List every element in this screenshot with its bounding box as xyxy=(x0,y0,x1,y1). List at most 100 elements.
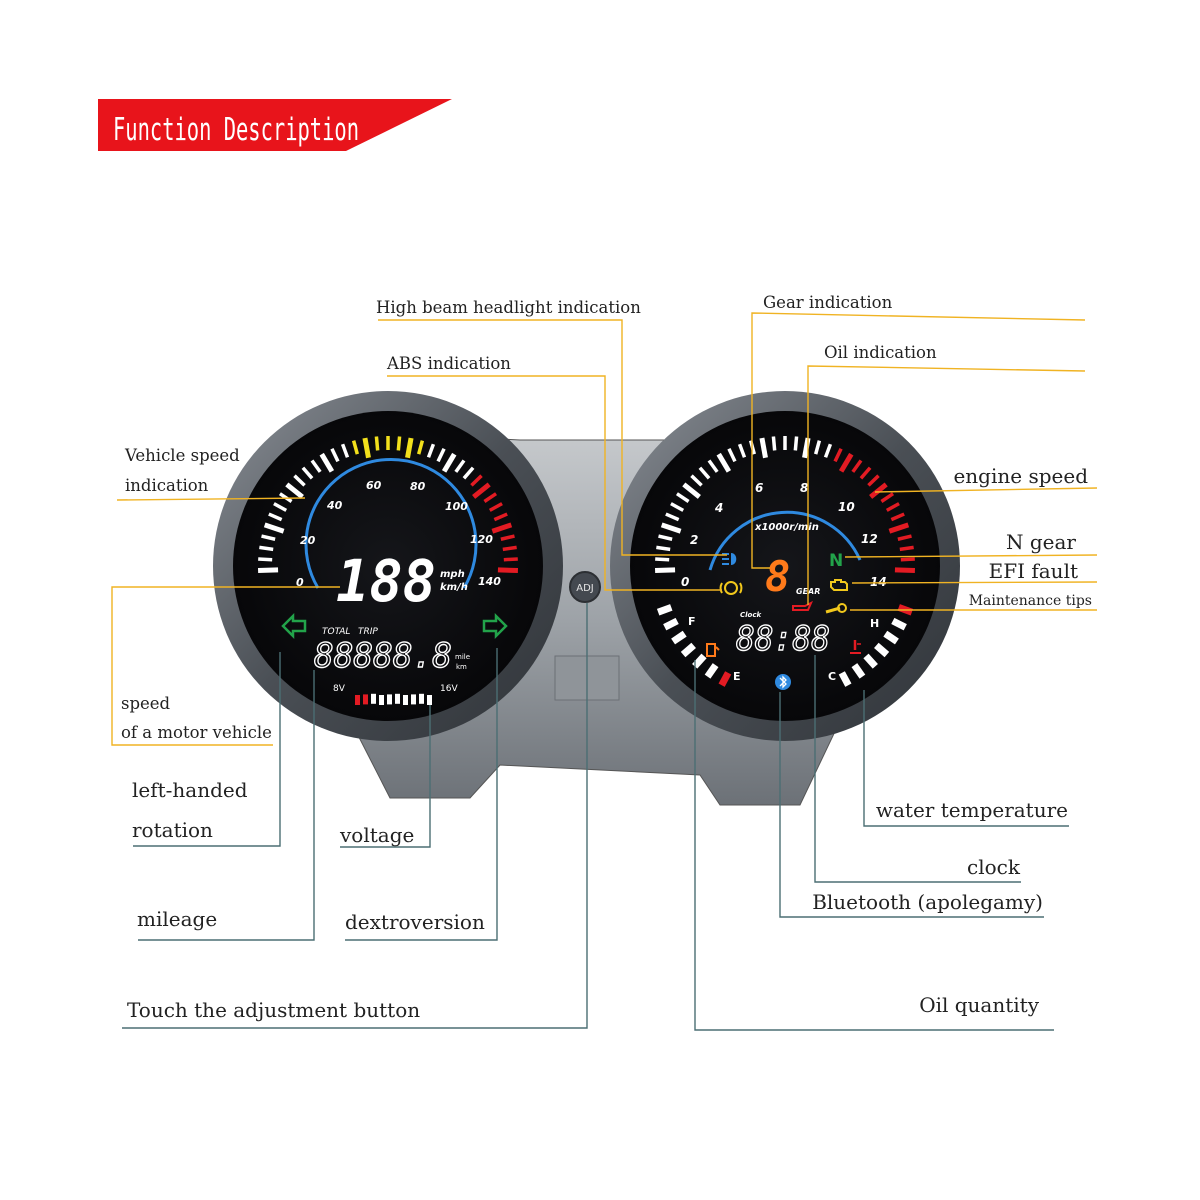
label-bluetooth: Bluetooth (apolegamy) xyxy=(812,890,1043,914)
gauge-tick xyxy=(707,459,719,473)
abs-icon xyxy=(719,581,743,595)
total-label: TOTAL xyxy=(322,627,350,637)
gauge-tick xyxy=(454,459,466,473)
gauge-tick xyxy=(259,545,274,552)
temp-cold-label: C xyxy=(828,670,836,683)
leader-oil xyxy=(807,365,1086,605)
unit-mph: mph xyxy=(440,569,465,580)
leader-high-beam xyxy=(378,319,727,556)
gauge-tick xyxy=(483,492,498,503)
gauge-tick xyxy=(351,440,360,455)
gauge-tick xyxy=(658,534,673,541)
right-tick-label: 10 xyxy=(838,500,855,514)
gauge-tick xyxy=(867,474,880,487)
banner-title: Function Description xyxy=(113,112,359,148)
gauge-tick xyxy=(301,466,314,480)
gauge-tick xyxy=(470,474,483,487)
gauge-tick xyxy=(416,440,425,455)
temperature-bar-segment xyxy=(838,671,852,687)
label-engine-speed: engine speed xyxy=(953,464,1088,488)
gauge-tick xyxy=(716,452,732,473)
voltage-bar-segment xyxy=(371,693,376,704)
neutral-indicator: N xyxy=(829,551,843,571)
label-n-gear: N gear xyxy=(1006,530,1076,554)
gauge-tick xyxy=(340,443,350,458)
leader-vehicle-speed xyxy=(116,497,306,501)
gauge-tick xyxy=(503,557,518,562)
right-tick-label: 12 xyxy=(861,532,878,546)
label-gear-indication: Gear indication xyxy=(763,293,893,312)
temperature-bar-segment xyxy=(883,630,899,645)
adj-button[interactable] xyxy=(569,571,601,603)
gauge-tick xyxy=(660,522,682,534)
leader-engine-speed xyxy=(874,487,1098,493)
gauge-tick xyxy=(727,447,737,463)
gauge-tick xyxy=(257,567,279,574)
gauge-tick xyxy=(497,567,519,574)
unit-km: km xyxy=(456,663,467,671)
right-tick-label: 2 xyxy=(690,533,698,547)
fuel-bar-segment xyxy=(704,663,719,679)
left-speed-arc xyxy=(304,458,478,589)
left-tick-label: 40 xyxy=(326,499,343,512)
label-efi-fault: EFI fault xyxy=(989,559,1078,583)
right-tick-label: 14 xyxy=(870,575,887,589)
gauge-tick xyxy=(655,557,670,562)
left-tick-label: 120 xyxy=(470,533,493,546)
unit-mile: mile xyxy=(455,653,470,661)
fuel-pump-icon xyxy=(706,643,720,657)
fuel-bar-segment xyxy=(656,604,673,616)
leader-water-temp xyxy=(863,690,1069,827)
label-speed-line1: speed xyxy=(121,694,171,713)
gauge-tick xyxy=(670,502,685,512)
volt-low-label: 8V xyxy=(333,684,346,694)
gauge-tick xyxy=(888,522,910,534)
gauge-tick xyxy=(319,452,335,473)
leader-speed-motor xyxy=(111,586,340,746)
gauge-tick xyxy=(665,512,680,522)
gauge-tick xyxy=(488,502,503,512)
right-tick-label: 8 xyxy=(800,481,808,495)
temp-hot-label: H xyxy=(870,617,879,630)
fuel-bar-segment xyxy=(663,617,679,631)
leader-lines xyxy=(111,312,1098,1031)
trip-label: TRIP xyxy=(358,627,378,637)
fuel-bar-segment xyxy=(671,630,687,645)
gauge-tick xyxy=(472,482,491,499)
right-tick-label: 4 xyxy=(714,501,723,515)
label-vehicle-speed-line2: indication xyxy=(125,476,209,495)
gauge-tick xyxy=(813,440,822,455)
volt-high-label: 16V xyxy=(440,684,458,694)
left-tick-label: 80 xyxy=(410,480,426,493)
wrench-icon xyxy=(825,603,847,614)
label-dextroversion: dextroversion xyxy=(345,910,485,934)
speed-readout: 188 xyxy=(336,547,436,615)
gauge-tick xyxy=(273,502,288,512)
gauge-tick xyxy=(656,545,671,552)
odometer-readout: 88888.8 xyxy=(314,636,452,676)
label-vehicle-speed-line1: Vehicle speed xyxy=(124,446,240,465)
gauge-tick xyxy=(285,482,304,499)
left-tick-label: 100 xyxy=(445,500,468,513)
leader-n-gear xyxy=(844,554,1098,558)
gear-readout: 8 xyxy=(765,552,790,601)
voltage-bar-segment xyxy=(427,695,432,705)
voltage-bar-segment xyxy=(403,695,408,705)
leader-mileage xyxy=(138,670,315,941)
voltage-bar-segment xyxy=(395,693,400,704)
bluetooth-icon xyxy=(775,674,791,690)
banner: Function Description xyxy=(98,99,452,151)
label-clock: clock xyxy=(967,855,1021,879)
voltage-bar-segment xyxy=(411,694,416,705)
label-left-handed-line2: rotation xyxy=(132,818,213,842)
voltage-bar-segment xyxy=(387,694,392,705)
left-tick-label: 60 xyxy=(366,479,382,492)
fuel-bar-segment xyxy=(718,671,732,687)
gauge-tick xyxy=(880,492,895,503)
gauge-tick xyxy=(293,474,306,487)
gauge-tick xyxy=(441,452,457,473)
leader-bluetooth xyxy=(779,692,1044,918)
leader-clock xyxy=(814,655,1021,883)
fuel-bar-segment xyxy=(692,653,707,669)
